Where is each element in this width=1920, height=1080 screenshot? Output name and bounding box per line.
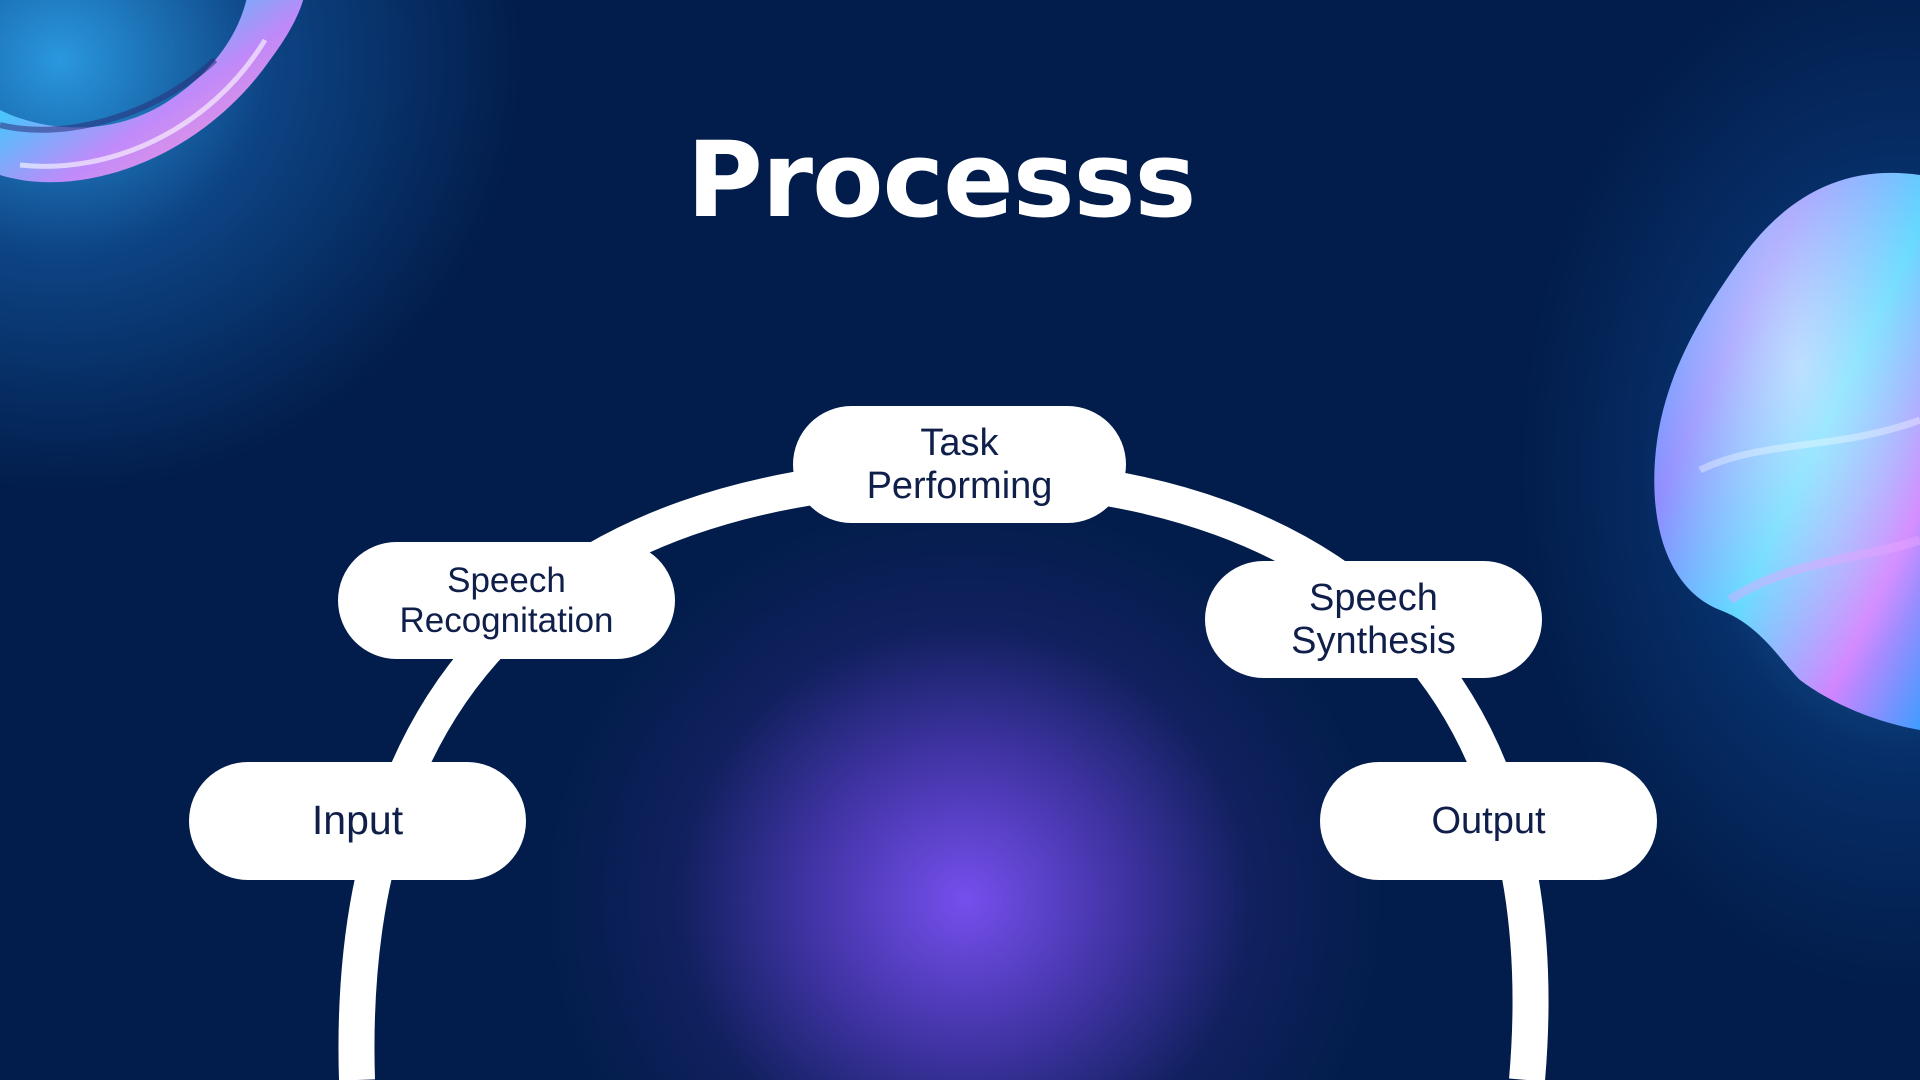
step-input-label: Input	[311, 797, 404, 844]
step-output-label: Output	[1431, 799, 1546, 842]
step-speech-synthesis-line-2: Synthesis	[1291, 619, 1456, 662]
iridescent-ring-shape	[0, 0, 304, 183]
step-speech-recognition-line-2: Recognitation	[399, 600, 614, 640]
step-task-performing-line-2: Performing	[866, 464, 1053, 507]
step-speech-recognition: Speech Recognitation	[338, 542, 675, 659]
slide-title: Processs	[686, 119, 1197, 241]
step-speech-synthesis-line-1: Speech	[1309, 576, 1438, 619]
step-task-performing: Task Performing	[793, 406, 1126, 523]
iridescent-blob-shape	[1654, 172, 1920, 730]
step-speech-synthesis: Speech Synthesis	[1205, 561, 1542, 678]
step-speech-recognition-line-1: Speech	[447, 561, 566, 601]
step-task-performing-line-1: Task	[920, 421, 999, 464]
step-output: Output	[1320, 762, 1657, 880]
step-input: Input	[189, 762, 526, 880]
